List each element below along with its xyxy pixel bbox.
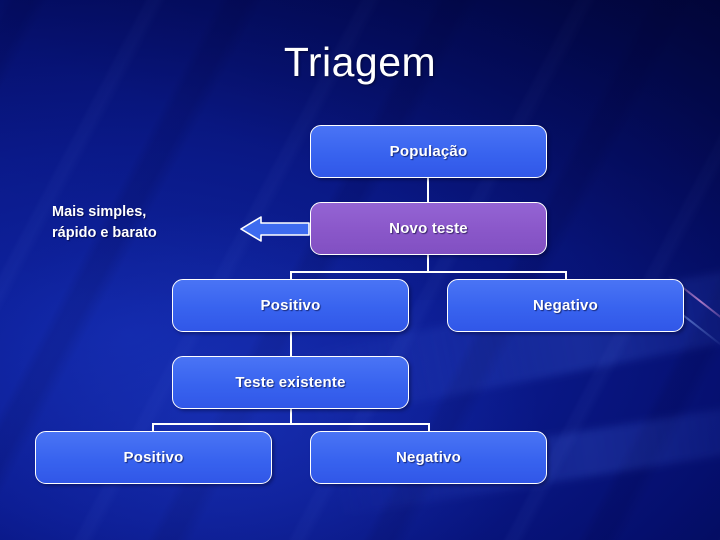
connector-population-to-new-test — [427, 178, 429, 203]
annotation-line-1: Mais simples, — [52, 204, 147, 220]
page-title: Triagem — [283, 39, 437, 85]
connector-existing-test-stem — [290, 408, 292, 424]
node-teste-existente-positivo[interactable]: Positivo — [35, 431, 272, 484]
connector-existing-test-split-bar — [152, 423, 429, 425]
connector-existing-test-to-positive — [152, 423, 154, 433]
connector-new-test-to-positive — [290, 271, 292, 280]
node-novo-teste-positivo[interactable]: Positivo — [172, 279, 409, 332]
connector-new-test-stem — [427, 254, 429, 272]
connector-new-test-split-bar — [290, 271, 567, 273]
annotation-text: Mais simples, rápido e barato — [52, 202, 227, 243]
node-populacao[interactable]: População — [310, 125, 547, 178]
node-teste-existente-negativo[interactable]: Negativo — [310, 431, 547, 484]
connector-positive-to-existing-test — [290, 331, 292, 357]
node-novo-teste[interactable]: Novo teste — [310, 202, 547, 255]
node-teste-existente[interactable]: Teste existente — [172, 356, 409, 409]
annotation-line-2: rápido e barato — [52, 224, 157, 241]
connector-new-test-to-negative — [565, 271, 567, 280]
connector-existing-test-to-negative — [428, 423, 430, 433]
node-novo-teste-negativo[interactable]: Negativo — [447, 279, 684, 332]
arrow-left-icon — [239, 213, 311, 245]
